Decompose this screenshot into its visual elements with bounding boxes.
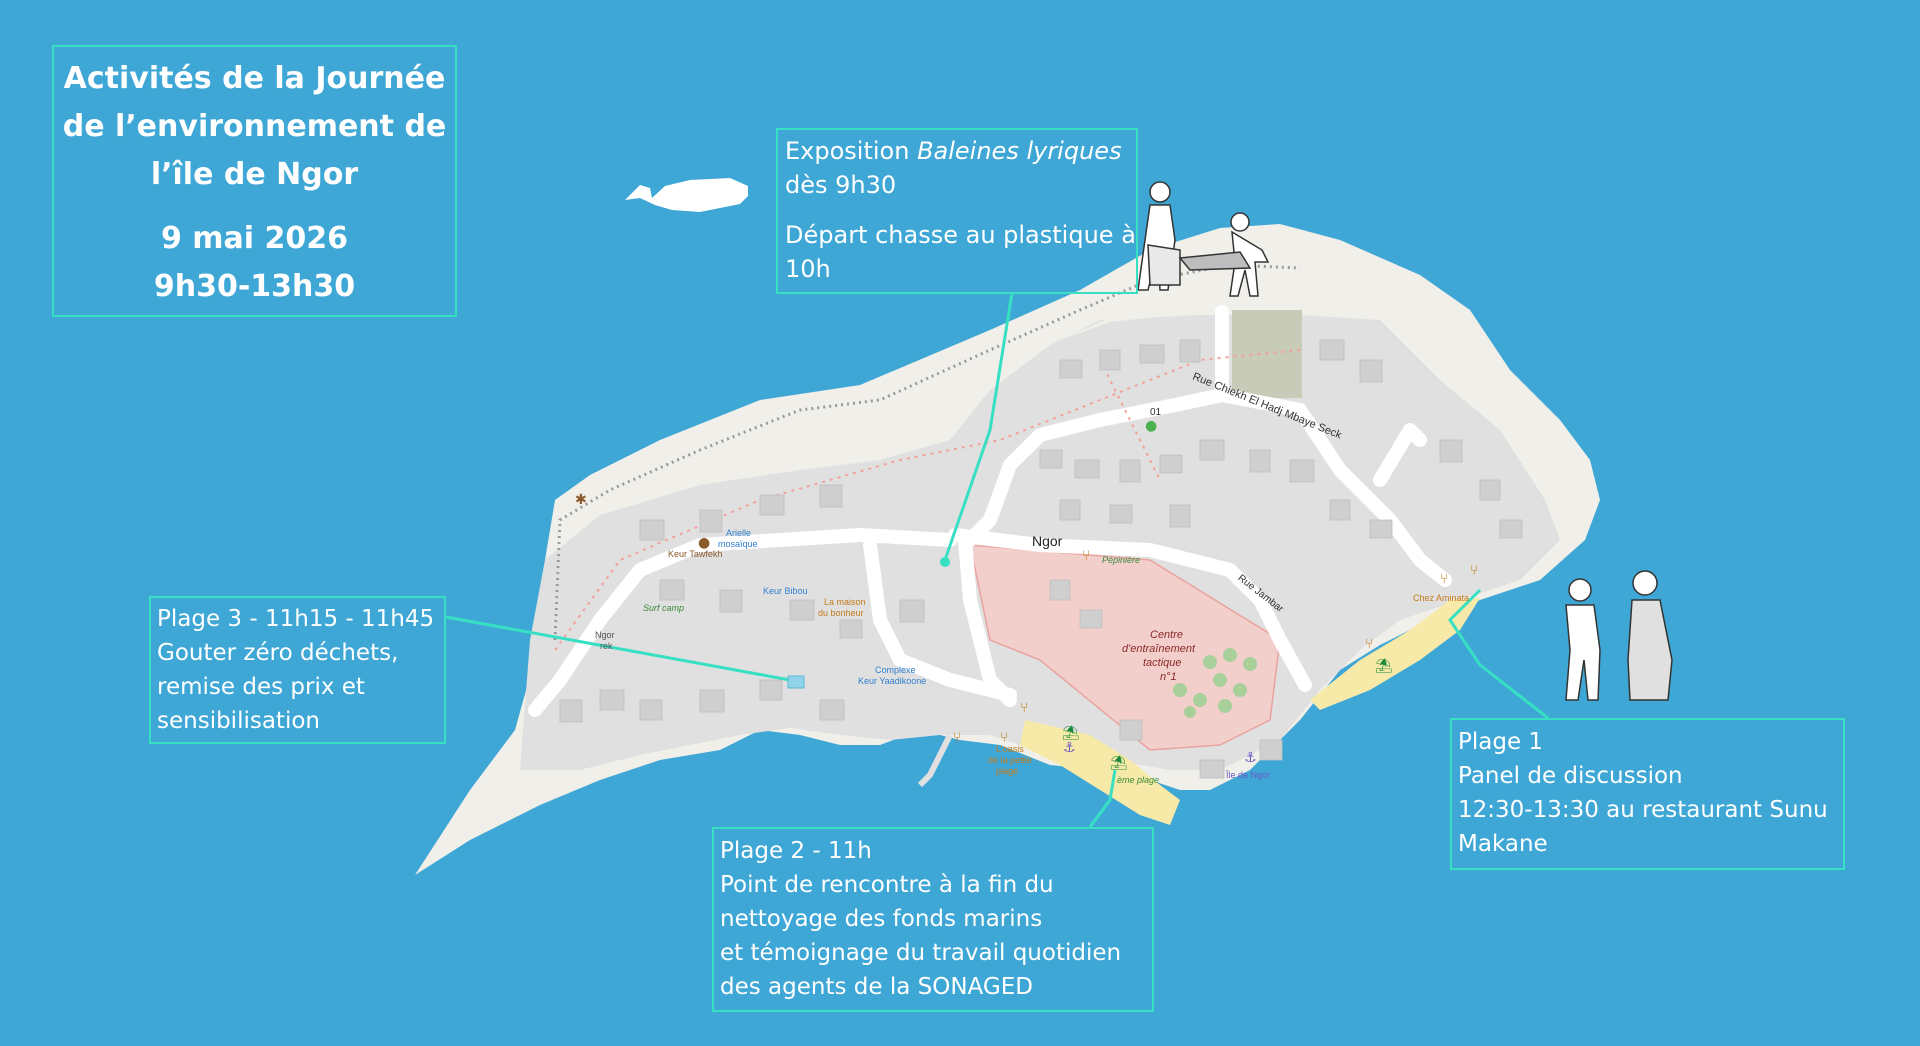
title-line-1: Activités de la Journée: [63, 61, 446, 96]
svg-text:●: ●: [1145, 418, 1157, 434]
label-chez-aminata: Chez Aminata: [1413, 593, 1469, 603]
plage1-line-4: Makane: [1458, 831, 1548, 857]
expo-line-3: Départ chasse au plastique à: [785, 221, 1136, 249]
north-sand: [1060, 290, 1330, 340]
beach-plage1: [1310, 598, 1480, 710]
buildings: [559, 339, 1523, 779]
plage2-line-1: Plage 2 - 11h: [720, 838, 872, 864]
label-deme-plage: ème plage: [1117, 775, 1159, 785]
svg-text:⑂: ⑂: [1470, 563, 1478, 579]
whale-icon: [625, 178, 748, 212]
title-box: Activités de la Journée de l’environneme…: [52, 45, 457, 317]
park: [1173, 648, 1257, 718]
discussion-people-illustration: [1565, 570, 1673, 701]
svg-text:⛱: ⛱: [1062, 725, 1080, 741]
cleanup-people-illustration: [1137, 181, 1270, 297]
svg-text:✱: ✱: [575, 492, 587, 508]
plage3-line-2: Gouter zéro déchets,: [157, 640, 399, 666]
svg-text:⑂: ⑂: [1000, 730, 1008, 746]
plage1-line-3: 12:30-13:30 au restaurant Sunu: [1458, 797, 1828, 823]
label-complexe-1: Complexe: [875, 665, 916, 675]
title-line-2: de l’environnement de: [62, 109, 447, 144]
svg-text:⑂: ⑂: [1020, 700, 1028, 716]
connector-lines: [445, 292, 1549, 828]
label-complexe-2: Keur Yaadikoone: [858, 676, 926, 686]
svg-text:⑂: ⑂: [1440, 571, 1448, 587]
plage3-line-4: sensibilisation: [157, 708, 320, 734]
label-oasis-3: plage: [996, 766, 1018, 776]
jetty: [917, 733, 953, 788]
label-surf-camp: Surf camp: [643, 603, 684, 613]
plage2-line-2: Point de rencontre à la fin du: [720, 872, 1054, 898]
plage3-marker: [787, 675, 805, 689]
plage2-line-3: nettoyage des fonds marins: [720, 906, 1043, 932]
roads: [528, 305, 1452, 717]
label-maison-1: La maison: [824, 597, 866, 607]
expo-line-1: Exposition Baleines lyriques: [785, 134, 1136, 168]
label-keur-bibou: Keur Bibou: [763, 586, 808, 596]
expo-marker: [940, 557, 950, 567]
label-ile-de-ngor: Île de Ngor: [1225, 770, 1270, 780]
label-arielle-1: Arielle: [726, 528, 751, 538]
svg-text:⛱: ⛱: [1110, 755, 1128, 771]
plage1-line-1: Plage 1: [1458, 729, 1544, 755]
plage2-line-4: et témoignage du travail quotidien: [720, 940, 1122, 966]
svg-text:⚓: ⚓: [1063, 740, 1076, 756]
plage3-box: Plage 3 - 11h15 - 11h45 Gouter zéro déch…: [149, 596, 446, 744]
label-street-number: 01: [1150, 407, 1162, 418]
expo-line-4: 10h: [785, 255, 831, 283]
title-date: 9 mai 2026: [160, 221, 349, 256]
label-centre-4: n°1: [1160, 671, 1177, 683]
label-ngor-rek-1: Ngor: [595, 630, 615, 640]
plage1-line-2: Panel de discussion: [1458, 763, 1683, 789]
label-centre-2: d'entraînement: [1122, 643, 1196, 655]
label-ngor-rek-2: rek: [600, 641, 613, 651]
svg-text:⛱: ⛱: [1375, 658, 1393, 674]
footpaths: [554, 349, 1301, 651]
expo-title: Baleines lyriques: [917, 137, 1122, 165]
label-ngor: Ngor: [1032, 533, 1063, 549]
title-line-3: l’île de Ngor: [150, 157, 359, 192]
label-centre-1: Centre: [1150, 629, 1183, 641]
svg-text:⑂: ⑂: [1082, 548, 1090, 564]
label-centre-3: tactique: [1143, 657, 1182, 669]
expo-time: dès 9h30: [785, 171, 897, 199]
connector-plage1: [1448, 588, 1549, 720]
plage1-box: Plage 1 Panel de discussion 12:30-13:30 …: [1450, 718, 1845, 870]
title-hours: 9h30-13h30: [153, 269, 356, 304]
connector-expo: [943, 292, 1014, 561]
label-maison-2: du bonheur: [818, 608, 864, 618]
svg-text:⑂: ⑂: [953, 730, 961, 746]
connector-plage3: [445, 615, 791, 682]
plage2-line-5: des agents de la SONAGED: [720, 974, 1033, 1000]
svg-text:⑂: ⑂: [1365, 636, 1373, 652]
label-arielle-2: mosaïque: [718, 539, 758, 549]
connector-plage2: [1088, 769, 1117, 828]
svg-text:●: ●: [698, 535, 710, 551]
expo-box: Exposition Baleines lyriques dès 9h30 Dé…: [776, 128, 1138, 294]
label-oasis-2: de la petite: [988, 755, 1032, 765]
svg-text:⚓: ⚓: [1244, 750, 1257, 766]
plage3-line-1: Plage 3 - 11h15 - 11h45: [157, 606, 435, 632]
label-oasis-1: L'oasis: [996, 744, 1024, 754]
expo-prefix: Exposition: [785, 137, 918, 165]
plage3-line-3: remise des prix et: [157, 674, 365, 700]
label-keur-tawfekh: Keur Tawfekh: [668, 549, 722, 559]
beach-plage2: [1020, 720, 1180, 825]
plage2-box: Plage 2 - 11h Point de rencontre à la fi…: [712, 827, 1154, 1012]
label-pepiniere: Pépinière: [1102, 555, 1140, 565]
poi-icons: ✱ ● ⑂ ⑂ ⑂ ⑂ ⑂ ⑂ ⑂ ⛱ ⛱ ⛱ ⚓ ⚓ ●: [575, 418, 1478, 771]
